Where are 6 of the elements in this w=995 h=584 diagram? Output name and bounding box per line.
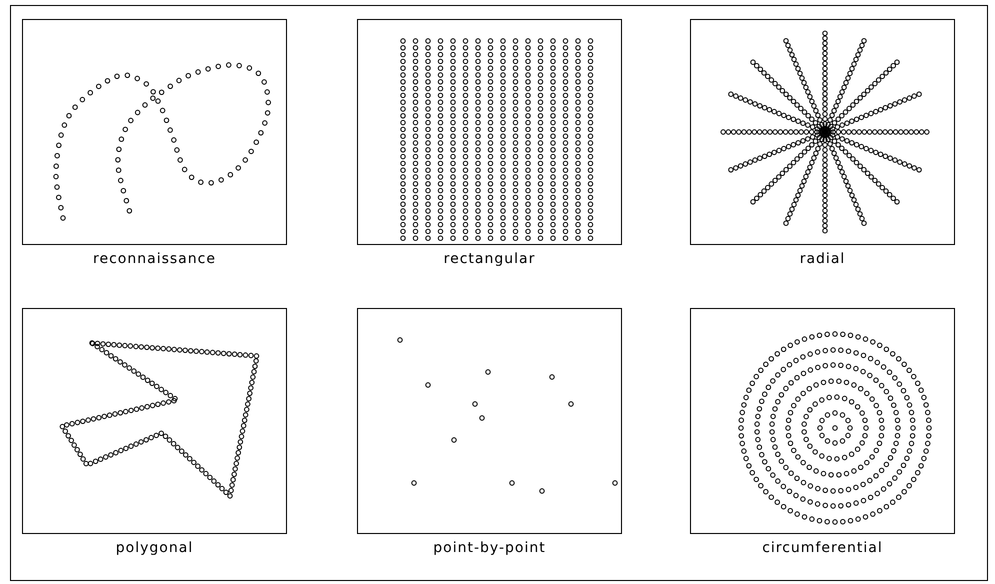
panel-caption: radial: [800, 251, 846, 267]
panel-caption: polygonal: [116, 540, 194, 556]
panel-caption: reconnaissance: [93, 251, 216, 267]
panel-caption: point-by-point: [433, 540, 546, 556]
panel-caption: circumferential: [762, 540, 883, 556]
panel-caption: rectangular: [444, 251, 536, 267]
